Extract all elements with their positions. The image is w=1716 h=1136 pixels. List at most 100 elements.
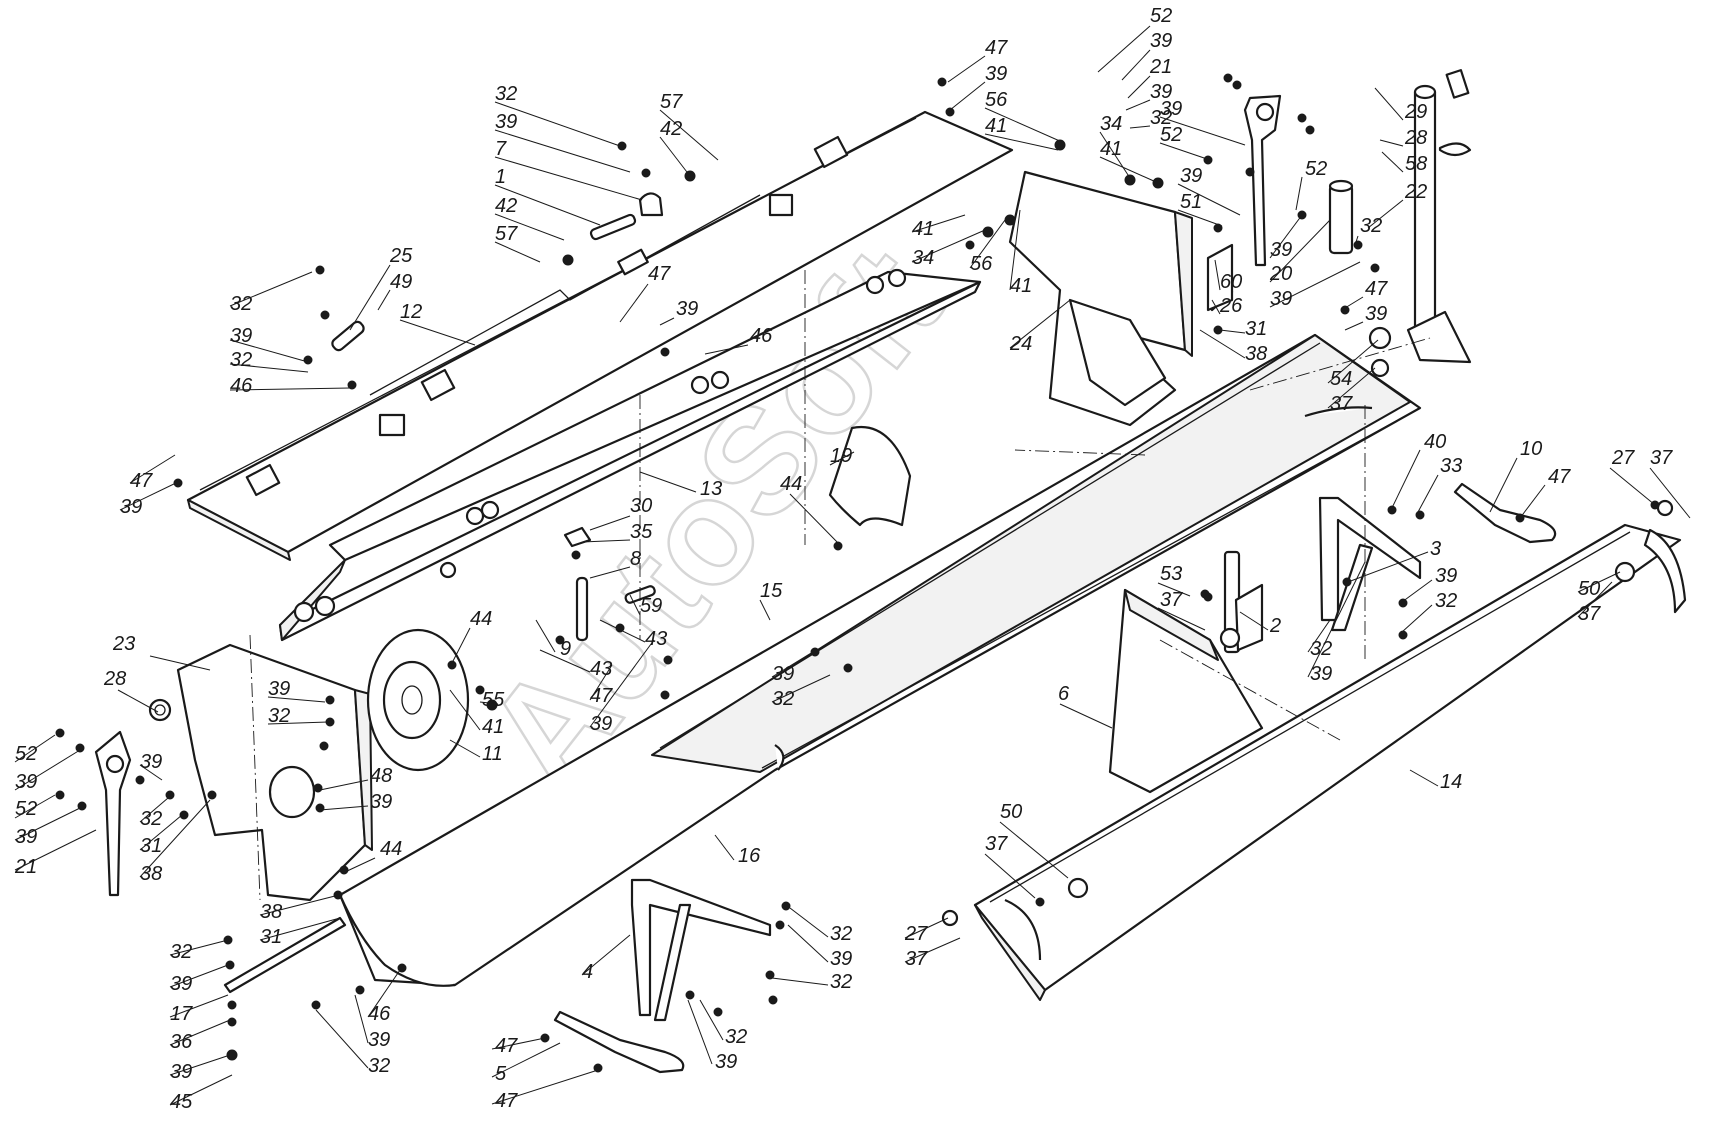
callout-number: 21 bbox=[1149, 56, 1172, 78]
callout-number: 52 bbox=[1160, 124, 1182, 146]
callout-number: 51 bbox=[1180, 191, 1202, 213]
callout-number: 46 bbox=[230, 375, 253, 397]
callout-number: 42 bbox=[495, 195, 517, 217]
callout-leader bbox=[1327, 339, 1379, 384]
callout-number: 39 bbox=[368, 1029, 390, 1051]
callout-leader bbox=[494, 184, 601, 226]
callout-leader bbox=[491, 1069, 599, 1105]
callout-leader bbox=[1177, 209, 1223, 227]
centerlines bbox=[249, 270, 1431, 901]
callout-leader bbox=[349, 264, 391, 331]
callout-leader bbox=[911, 214, 966, 233]
callout-number: 10 bbox=[1520, 438, 1542, 460]
part-20-sleeve bbox=[1328, 179, 1354, 255]
callout-leader bbox=[829, 451, 855, 466]
callout-number: 24 bbox=[1009, 333, 1032, 355]
callout-leader bbox=[589, 639, 655, 728]
part-24-side-panel bbox=[1008, 170, 1193, 427]
callout-leader bbox=[1059, 703, 1113, 729]
callout-leader bbox=[494, 213, 565, 241]
callout-number: 33 bbox=[1440, 455, 1462, 477]
callout-leader bbox=[629, 594, 641, 616]
callout-number: 29 bbox=[1404, 101, 1427, 123]
callout-number: 9 bbox=[560, 638, 571, 660]
callout-leader bbox=[1577, 571, 1621, 593]
callout-leader bbox=[1099, 156, 1157, 183]
callout-number: 39 bbox=[830, 948, 852, 970]
callout-number: 21 bbox=[14, 856, 37, 878]
callout-leader bbox=[789, 907, 829, 938]
callout-number: 7 bbox=[495, 138, 507, 160]
callout-leader bbox=[639, 471, 697, 493]
callout-leader bbox=[1409, 769, 1439, 787]
part-21-lever-left bbox=[94, 730, 132, 897]
callout-leader bbox=[1009, 209, 1021, 291]
part-4-bracket bbox=[630, 878, 772, 1022]
callout-number: 43 bbox=[645, 628, 667, 650]
callout-leader bbox=[1269, 214, 1303, 259]
part-12-top-cover bbox=[186, 110, 1014, 561]
callout-leader bbox=[494, 129, 631, 173]
callout-number: 8 bbox=[630, 548, 641, 570]
callout-leader bbox=[1354, 235, 1359, 246]
callout-number: 52 bbox=[1305, 158, 1327, 180]
callout-number: 47 bbox=[495, 1035, 518, 1057]
callout-leader bbox=[1159, 116, 1246, 146]
part-2-latch bbox=[1219, 550, 1264, 654]
callout-number: 22 bbox=[1404, 181, 1427, 203]
callout-leader bbox=[1099, 131, 1131, 179]
callout-leader bbox=[451, 627, 471, 664]
callout-number: 39 bbox=[170, 973, 192, 995]
callout-number: 39 bbox=[1270, 239, 1292, 261]
callout-leader bbox=[1417, 474, 1439, 513]
callout-number: 39 bbox=[15, 826, 37, 848]
callout-leader bbox=[947, 55, 986, 83]
callout-leader bbox=[1199, 329, 1246, 359]
callout-leader bbox=[1219, 329, 1246, 334]
part-7-hinge bbox=[638, 192, 664, 217]
callout-number: 31 bbox=[260, 926, 282, 948]
callout-number: 17 bbox=[170, 1003, 193, 1025]
callout-leader bbox=[904, 937, 961, 963]
callout-number: 50 bbox=[1000, 801, 1022, 823]
callout-leader bbox=[399, 319, 476, 346]
callout-leader bbox=[169, 1019, 231, 1046]
callout-number: 37 bbox=[1578, 603, 1601, 625]
callout-number: 36 bbox=[170, 1031, 193, 1053]
callout-leader bbox=[491, 1042, 561, 1078]
callout-leader bbox=[1379, 139, 1404, 147]
callout-leader bbox=[1269, 219, 1331, 283]
callout-number: 39 bbox=[1435, 565, 1457, 587]
callout-number: 60 bbox=[1220, 271, 1242, 293]
callout-leader bbox=[1381, 151, 1404, 173]
callout-number: 42 bbox=[660, 118, 682, 140]
callout-leader bbox=[344, 857, 376, 873]
callout-number: 32 bbox=[1150, 107, 1172, 129]
callout-number: 39 bbox=[120, 496, 142, 518]
callout-leader bbox=[14, 749, 81, 791]
callout-leader bbox=[659, 109, 719, 161]
callout-number: 56 bbox=[985, 89, 1008, 111]
callout-leader bbox=[1097, 25, 1151, 73]
callout-leader bbox=[1344, 321, 1364, 331]
callout-number: 32 bbox=[230, 293, 252, 315]
callout-leader bbox=[494, 241, 541, 263]
callout-leader bbox=[659, 136, 691, 177]
part-5-strap bbox=[553, 1010, 685, 1074]
part-8-bar bbox=[575, 576, 589, 642]
callout-number: 3 bbox=[1430, 538, 1441, 560]
callout-number: 32 bbox=[368, 1055, 390, 1077]
callout-number: 58 bbox=[1405, 153, 1427, 175]
callout-number: 6 bbox=[1058, 683, 1070, 705]
callout-leader bbox=[169, 939, 229, 956]
callout-leader bbox=[1239, 611, 1269, 631]
callout-leader bbox=[169, 1074, 233, 1106]
callout-number: 30 bbox=[630, 495, 652, 517]
callout-number: 39 bbox=[1310, 663, 1332, 685]
callout-leader bbox=[535, 619, 556, 653]
callout-number: 54 bbox=[1330, 368, 1352, 390]
callout-leader bbox=[1347, 551, 1429, 583]
callout-number: 39 bbox=[1365, 303, 1387, 325]
callout-leader bbox=[367, 969, 401, 1018]
